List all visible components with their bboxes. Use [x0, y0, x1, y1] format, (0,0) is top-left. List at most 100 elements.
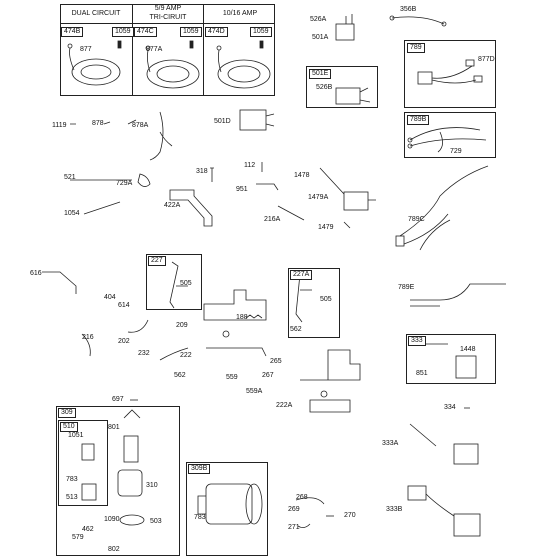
bracket-422a	[169, 189, 213, 227]
stator-474d	[216, 45, 271, 89]
box-333	[406, 334, 496, 384]
regulator-501a	[335, 14, 355, 41]
label-1090: 1090	[104, 516, 120, 523]
label-222a: 222A	[276, 402, 293, 409]
governor-lever-227	[169, 261, 188, 309]
wire-356b	[389, 15, 447, 27]
screw-1059-a	[117, 40, 122, 49]
label-614: 614	[118, 302, 130, 309]
governor-lever-227a	[295, 273, 312, 323]
label-1479: 1479	[318, 224, 334, 231]
label-267: 267	[262, 372, 274, 379]
label-851: 851	[416, 370, 428, 377]
label-877: 877	[80, 46, 92, 53]
harness-789b	[407, 127, 487, 153]
tag-309b: 309B	[188, 464, 211, 474]
link-202	[127, 319, 149, 333]
label-310: 310	[146, 482, 158, 489]
box-309	[56, 406, 180, 556]
label-1054: 1054	[64, 210, 80, 217]
label-877a: 877A	[146, 46, 163, 53]
label-216: 216	[82, 334, 94, 341]
box-227	[146, 254, 202, 310]
header-dual-circuit: DUAL CIRCUIT	[71, 10, 121, 17]
ignition-333b	[407, 485, 481, 537]
label-271: 271	[288, 524, 300, 531]
screw-1059-c	[259, 40, 264, 49]
tag-474b: 474B	[61, 27, 84, 37]
cable-1054	[83, 201, 121, 215]
box-227a	[288, 268, 340, 338]
label-697: 697	[112, 396, 124, 403]
label-729a: 729A	[116, 180, 133, 187]
label-802: 802	[108, 546, 120, 553]
starter-309b	[197, 483, 263, 525]
tag-1059-c: 1059	[250, 27, 272, 37]
regulator-501e	[335, 87, 371, 105]
harness-789	[417, 59, 483, 85]
label-501d: 501D	[214, 118, 231, 125]
rod-616	[42, 271, 77, 294]
label-503: 503	[150, 518, 162, 525]
label-513: 513	[66, 494, 78, 501]
label-1448: 1448	[460, 346, 476, 353]
stator-table-col-2	[132, 4, 204, 96]
label-270: 270	[344, 512, 356, 519]
label-202: 202	[118, 338, 130, 345]
label-268: 268	[296, 494, 308, 501]
label-562-b: 562	[174, 372, 186, 379]
header-10-16-amp: 10/16 AMP	[222, 10, 258, 17]
stator-474c	[145, 45, 200, 89]
label-878: 878	[92, 120, 104, 127]
tag-474d: 474D	[205, 27, 228, 37]
screw-1479	[343, 221, 351, 229]
label-505-b: 505	[320, 296, 332, 303]
link-216a	[277, 205, 305, 221]
label-1479a: 1479A	[308, 194, 329, 201]
stator-474b	[67, 43, 121, 86]
solenoid-1478	[319, 167, 376, 211]
label-789c: 789C	[408, 216, 425, 223]
label-1478: 1478	[294, 172, 310, 179]
label-318: 318	[196, 168, 208, 175]
label-232: 232	[138, 350, 150, 357]
label-269: 269	[288, 506, 300, 513]
label-265: 265	[270, 358, 282, 365]
label-521: 521	[64, 174, 76, 181]
tag-1059-a: 1059	[112, 27, 134, 37]
link-216	[81, 333, 91, 357]
label-356b: 356B	[400, 6, 417, 13]
control-bracket-222a	[300, 349, 361, 413]
box-510	[58, 420, 108, 506]
label-729: 729	[450, 148, 462, 155]
label-526a: 526A	[310, 16, 327, 23]
drive-510	[81, 443, 97, 501]
label-951: 951	[236, 186, 248, 193]
label-801: 801	[108, 424, 120, 431]
terminal-271	[297, 523, 311, 528]
tag-227: 227	[148, 256, 166, 266]
clip-729a	[137, 173, 151, 187]
label-501a: 501A	[312, 34, 329, 41]
starter-309	[117, 409, 145, 526]
header-tri-name: TRI-CIRUIT	[149, 14, 187, 21]
label-112: 112	[244, 162, 256, 169]
label-579: 579	[72, 534, 84, 541]
label-878a: 878A	[132, 122, 149, 129]
tag-789: 789	[407, 43, 425, 53]
box-501e	[306, 66, 378, 108]
label-877d: 877D	[478, 56, 495, 63]
tag-1059-b: 1059	[180, 27, 202, 37]
tag-789b: 789B	[407, 115, 430, 125]
label-209: 209	[176, 322, 188, 329]
regulator-501d	[239, 109, 275, 131]
label-404: 404	[104, 294, 116, 301]
label-1119: 1119	[52, 122, 67, 129]
box-789b	[404, 112, 496, 158]
harness-789c	[395, 165, 489, 251]
pins-1119-878	[70, 119, 137, 125]
tag-510: 510	[60, 422, 78, 432]
box-789	[404, 40, 496, 108]
control-bracket-222	[203, 289, 267, 357]
